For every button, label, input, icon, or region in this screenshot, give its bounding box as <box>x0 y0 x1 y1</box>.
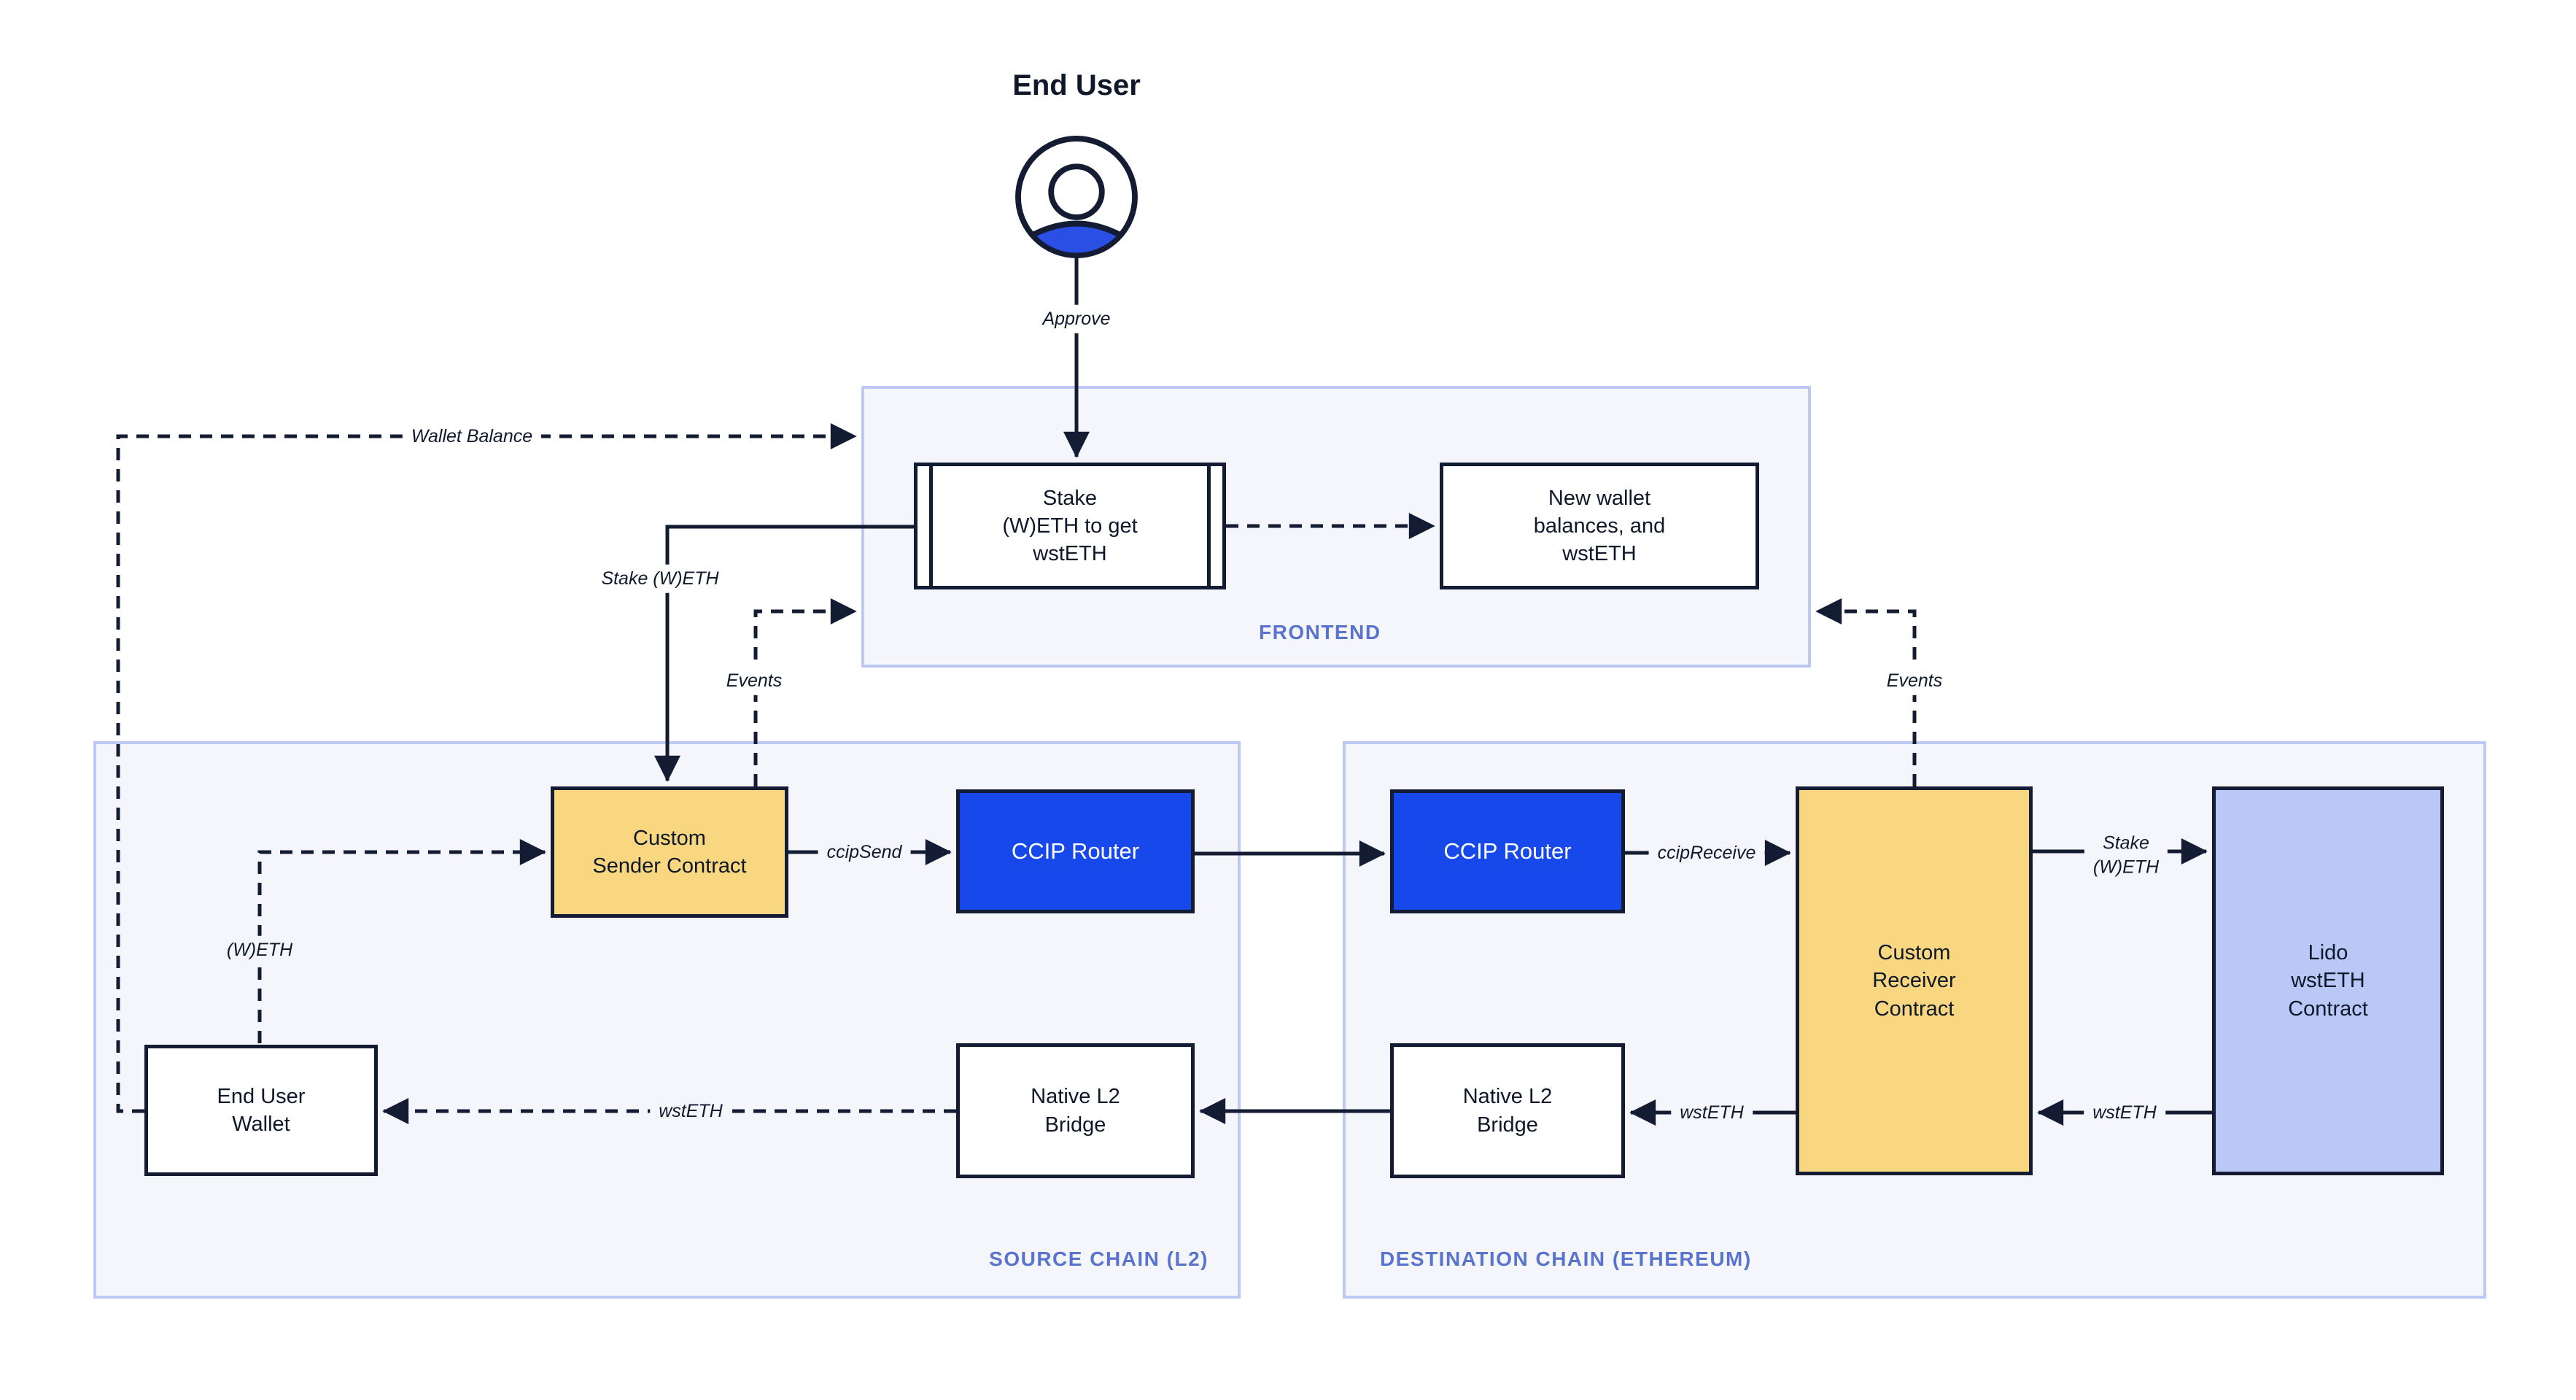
new-wallet-label: New wallet balances, and wstETH <box>1533 486 1666 566</box>
edge-wallet-balance <box>116 423 857 1113</box>
events-destination-label: Events <box>1877 666 1952 695</box>
wsteth-from-lido-label: wstETH <box>2084 1098 2165 1127</box>
ccip-router-source-box: CCIP Router <box>956 789 1195 913</box>
ccip-router-source-label: CCIP Router <box>1011 838 1140 864</box>
end-user-icon <box>1015 136 1138 258</box>
lido-wsteth-box: Lido wstETH Contract <box>2212 786 2444 1175</box>
ccip-receive-label: ccipReceive <box>1648 838 1765 867</box>
lido-wsteth-label: Lido wstETH Contract <box>2288 941 2368 1021</box>
edge-weth-to-sender <box>257 839 546 1043</box>
native-bridge-source-label: Native L2 Bridge <box>1031 1085 1120 1137</box>
end-user-wallet-box: End User Wallet <box>144 1045 378 1176</box>
end-user-title: End User <box>1012 69 1141 101</box>
stake-widget-label: Stake (W)ETH to get wstETH <box>1002 486 1138 566</box>
new-wallet-box: New wallet balances, and wstETH <box>1440 463 1759 589</box>
approve-label: Approve <box>1033 304 1120 333</box>
stake-weth-source-label: Stake (W)ETH <box>592 564 728 593</box>
custom-sender-label: Custom Sender Contract <box>592 826 747 878</box>
wallet-balance-label: Wallet Balance <box>402 422 542 451</box>
custom-receiver-label: Custom Receiver Contract <box>1872 941 1956 1021</box>
native-bridge-destination-box: Native L2 Bridge <box>1390 1043 1625 1178</box>
wsteth-to-wallet-label: wstETH <box>650 1097 732 1126</box>
ccip-router-destination-box: CCIP Router <box>1390 789 1625 913</box>
edge-events-source <box>753 598 857 786</box>
source-chain-panel-label: SOURCE CHAIN (L2) <box>989 1248 1209 1270</box>
events-source-label: Events <box>717 666 791 695</box>
wsteth-to-bridge-label: wstETH <box>1671 1098 1753 1127</box>
stake-weth-destination-label: Stake (W)ETH <box>2084 829 2168 881</box>
native-bridge-destination-label: Native L2 Bridge <box>1462 1085 1553 1137</box>
ccip-send-label: ccipSend <box>818 838 911 867</box>
edge-stake-weth-source <box>654 525 914 782</box>
weth-label: (W)ETH <box>217 935 302 964</box>
native-bridge-source-box: Native L2 Bridge <box>956 1043 1195 1178</box>
frontend-panel-label: FRONTEND <box>1259 621 1381 643</box>
custom-sender-box: Custom Sender Contract <box>551 786 788 918</box>
stake-widget-box: Stake (W)ETH to get wstETH <box>914 463 1226 589</box>
ccip-router-destination-label: CCIP Router <box>1443 838 1572 864</box>
destination-chain-panel-label: DESTINATION CHAIN (ETHEREUM) <box>1380 1248 1752 1270</box>
edge-events-destination <box>1815 598 1917 786</box>
custom-receiver-box: Custom Receiver Contract <box>1796 786 2033 1175</box>
end-user-wallet-label: End User Wallet <box>217 1084 306 1136</box>
